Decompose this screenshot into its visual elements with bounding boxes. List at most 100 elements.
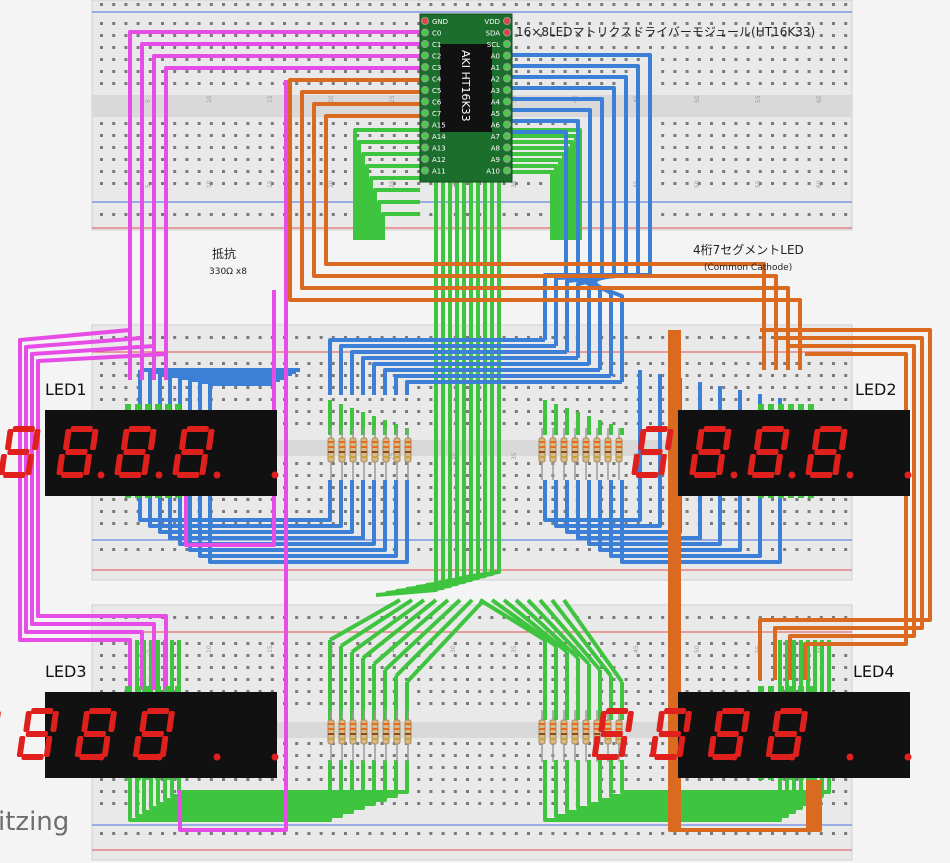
breadboard-hole <box>344 46 347 49</box>
breadboard-hole <box>697 22 701 25</box>
breadboard-hole <box>795 70 799 73</box>
breadboard-hole <box>710 616 713 619</box>
breadboard-hole <box>710 362 713 365</box>
breadboard-hole <box>844 22 848 25</box>
resistor-band <box>361 733 367 735</box>
wire <box>383 598 462 672</box>
module-board-text: AKI HT16K33 <box>459 50 472 122</box>
led-segment <box>123 449 146 455</box>
breadboard-hole <box>514 422 518 425</box>
breadboard-hole <box>161 182 164 185</box>
breadboard-hole <box>624 410 628 413</box>
breadboard-hole <box>100 34 103 37</box>
breadboard-hole <box>112 58 116 61</box>
breadboard-hole <box>124 398 128 401</box>
breadboard-hole <box>234 510 238 513</box>
breadboard-hole <box>307 678 311 681</box>
breadboard-hole <box>380 398 384 401</box>
breadboard-hole <box>710 642 713 645</box>
breadboard-hole <box>380 498 384 501</box>
breadboard-hole <box>258 386 262 389</box>
breadboard-hole <box>331 754 335 757</box>
led-segment <box>88 708 112 714</box>
resistor-band <box>550 728 556 730</box>
breadboard-hole <box>624 690 628 693</box>
breadboard-hole <box>246 46 250 49</box>
breadboard-hole <box>514 462 518 465</box>
breadboard-hole <box>173 336 177 339</box>
breadboard-hole <box>649 22 652 25</box>
breadboard-hole <box>344 832 347 835</box>
resistor-band <box>328 456 334 458</box>
breadboard-hole <box>807 616 811 619</box>
wire <box>394 374 611 395</box>
breadboard-hole <box>685 3 689 6</box>
breadboard-hole <box>466 182 469 185</box>
breadboard-hole <box>514 790 518 793</box>
breadboard-hole <box>734 832 738 835</box>
column-mark: 5 <box>145 184 152 188</box>
breadboard-hole <box>307 498 311 501</box>
breadboard-hole <box>758 22 762 25</box>
resistor-band <box>561 451 567 453</box>
module-pin-left <box>421 155 429 163</box>
breadboard-hole <box>197 678 201 681</box>
breadboard-hole <box>832 82 835 85</box>
resistor-band <box>572 441 578 443</box>
breadboard-hole <box>331 766 335 769</box>
breadboard-hole <box>466 790 469 793</box>
breadboard-hole <box>734 498 738 501</box>
resistor-band <box>583 738 589 740</box>
resistor-band <box>339 733 345 735</box>
breadboard-hole <box>356 3 360 6</box>
resistor-band <box>350 723 356 725</box>
breadboard-hole <box>148 146 152 149</box>
breadboard-hole <box>844 213 848 216</box>
breadboard-hole <box>795 158 799 161</box>
module-pin-left <box>421 166 429 175</box>
breadboard-hole <box>380 410 384 413</box>
breadboard-hole <box>405 422 408 425</box>
module-pin-label-left: C0 <box>432 30 441 38</box>
breadboard-hole <box>624 3 628 6</box>
led-segment <box>25 731 49 737</box>
breadboard-hole <box>246 3 250 6</box>
breadboard-hole <box>295 34 299 37</box>
breadboard-hole <box>392 802 396 805</box>
breadboard-hole <box>661 654 665 657</box>
breadboard-hole <box>356 616 360 619</box>
breadboard-hole <box>466 754 469 757</box>
breadboard-hole <box>453 678 457 681</box>
breadboard-hole <box>710 213 713 216</box>
breadboard-hole <box>197 336 201 339</box>
breadboard-hole <box>795 510 799 513</box>
breadboard-hole <box>331 702 335 705</box>
breadboard-hole <box>319 3 323 6</box>
breadboard-hole <box>307 158 311 161</box>
led-segment <box>812 429 821 450</box>
breadboard-hole <box>563 34 567 37</box>
breadboard-hole <box>502 702 506 705</box>
breadboard-hole <box>466 462 469 465</box>
breadboard-hole <box>270 134 274 137</box>
resistor-band <box>405 456 411 458</box>
breadboard-hole <box>405 802 408 805</box>
wire <box>490 598 558 648</box>
led-segment <box>596 754 619 760</box>
breadboard-hole <box>551 3 555 6</box>
breadboard-hole <box>551 122 555 125</box>
breadboard-hole <box>636 642 640 645</box>
breadboard-hole <box>258 82 262 85</box>
breadboard-hole <box>429 422 433 425</box>
breadboard-hole <box>697 678 701 681</box>
breadboard-hole <box>380 182 384 185</box>
breadboard-hole <box>295 46 299 49</box>
breadboard-hole <box>307 410 311 413</box>
breadboard-hole <box>527 398 530 401</box>
breadboard-hole <box>417 336 421 339</box>
breadboard-hole <box>429 474 433 477</box>
breadboard-hole <box>356 410 360 413</box>
breadboard-hole <box>380 122 384 125</box>
fritzing-watermark: itzing <box>0 807 69 837</box>
breadboard-hole <box>746 22 750 25</box>
